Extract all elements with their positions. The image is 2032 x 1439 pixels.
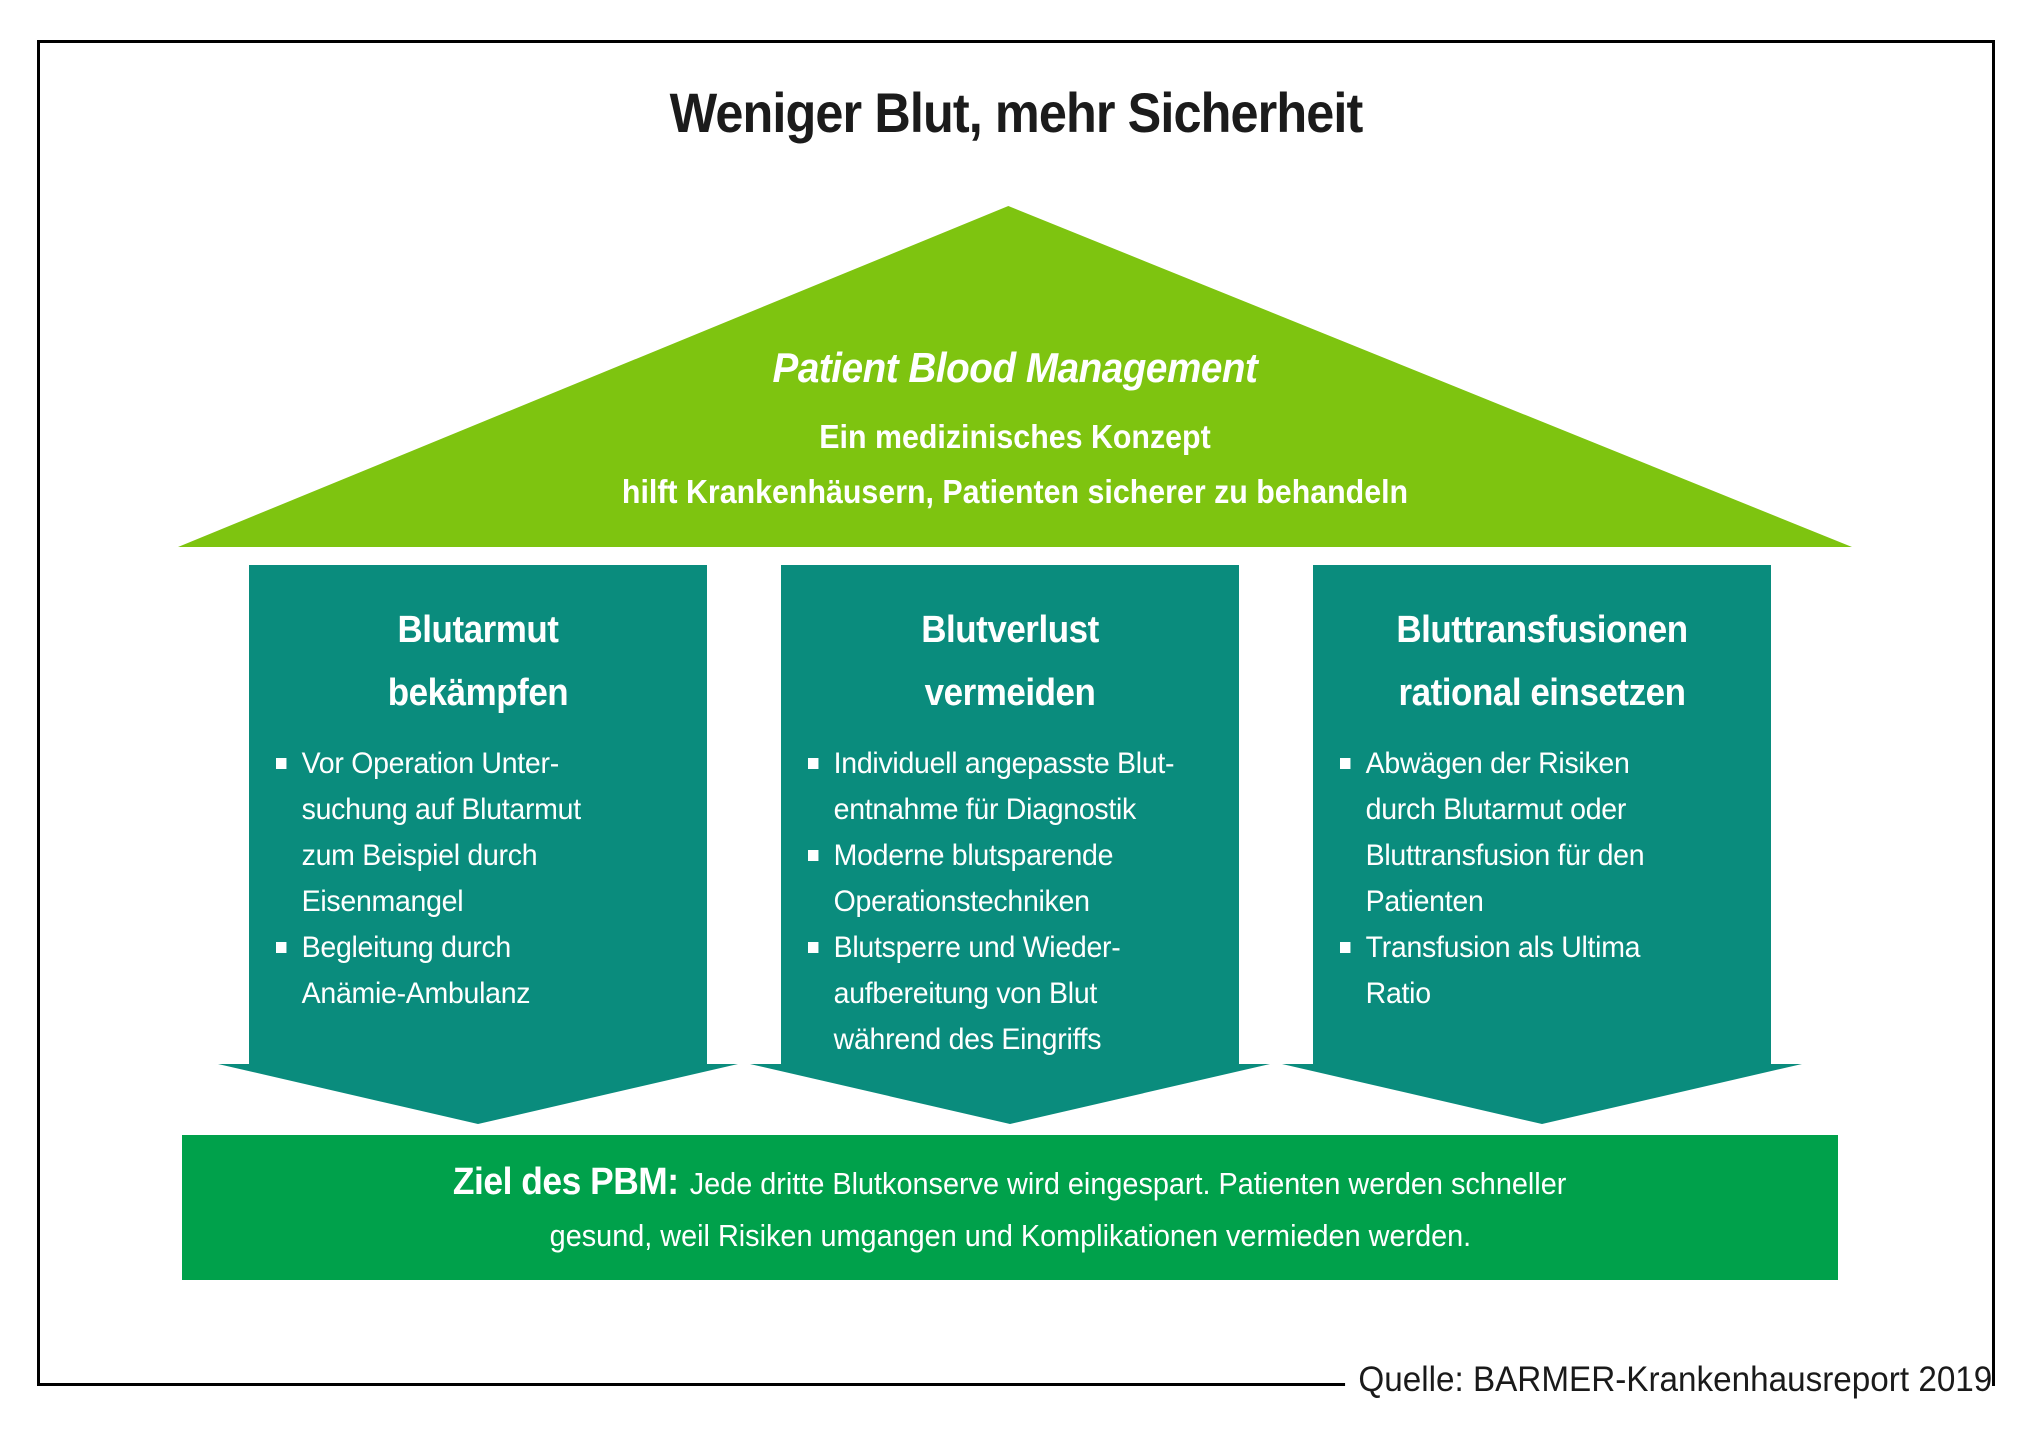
goal-banner: Ziel des PBM: Jede dritte Blutkonserve wi…	[182, 1135, 1838, 1280]
pillar-bullet-list: Individuell angepasste Blut- entnahme fü…	[808, 741, 1217, 1063]
roof-subline-1: Ein medizinisches Konzept	[819, 418, 1211, 455]
bullet-item: Vor Operation Unter- suchung auf Blutarm…	[276, 741, 685, 925]
bullet-item: Abwägen der Risiken durch Blutarmut oder…	[1340, 741, 1749, 925]
goal-text-2: gesund, weil Risiken umgangen und Kompli…	[549, 1218, 1471, 1253]
bullet-item: Moderne blutsparende Operationstechniken	[808, 833, 1217, 925]
bullet-item: Individuell angepasste Blut- entnahme fü…	[808, 741, 1217, 833]
goal-text-1: Jede dritte Blutkonserve wird eingespart…	[690, 1166, 1567, 1201]
goal-line-1: Ziel des PBM: Jede dritte Blutkonserve wi…	[453, 1161, 1566, 1204]
goal-label: Ziel des PBM:	[453, 1161, 679, 1203]
pillar-title: Blutarmut bekämpfen	[387, 609, 569, 714]
pillar-title: Bluttransfusionen rational einsetzen	[1396, 609, 1688, 714]
pillar-blutverlust: Blutverlust vermeiden Individuell angepa…	[781, 565, 1239, 1065]
bullet-item: Blutsperre und Wieder- aufbereitung von …	[808, 925, 1217, 1063]
source-credit: Quelle: BARMER-Krankenhausreport 2019	[1344, 1358, 1992, 1404]
pillar-blutarmut: Blutarmut bekämpfen Vor Operation Unter-…	[249, 565, 707, 1065]
pillar-bullet-list: Vor Operation Unter- suchung auf Blutarm…	[276, 741, 685, 1017]
roof-subline-2: hilft Krankenhäusern, Patienten sicherer…	[621, 473, 1409, 510]
bullet-item: Begleitung durch Anämie-Ambulanz	[276, 925, 685, 1017]
pillar-bluttransfusionen: Bluttransfusionen rational einsetzen Abw…	[1313, 565, 1771, 1065]
page-title: Weniger Blut, mehr Sicherheit	[669, 81, 1364, 144]
pillar-title: Blutverlust vermeiden	[921, 609, 1099, 714]
roof-heading: Patient Blood Management	[772, 344, 1258, 391]
pillar-bullet-list: Abwägen der Risiken durch Blutarmut oder…	[1340, 741, 1749, 1017]
bullet-item: Transfusion als Ultima Ratio	[1340, 925, 1749, 1017]
